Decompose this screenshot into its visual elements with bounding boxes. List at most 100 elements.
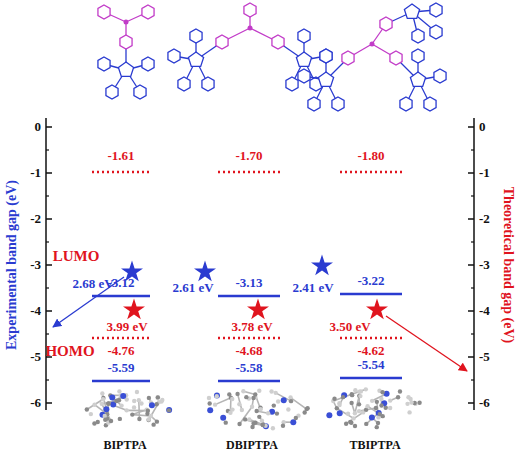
model-atom (207, 401, 211, 405)
model-atom (207, 407, 213, 413)
model-atom (118, 417, 122, 421)
model-atom (119, 403, 123, 407)
model-atom (241, 389, 245, 393)
model-atom (85, 407, 89, 411)
axis-minor-tick (471, 149, 474, 150)
model-atom (364, 422, 368, 426)
model-atom (332, 397, 336, 401)
model-atom (213, 402, 217, 406)
model-atom (326, 412, 332, 418)
model-atom (103, 406, 109, 412)
tick-label: -6 (30, 396, 41, 410)
model-atom (120, 393, 126, 399)
band-gap-star (123, 298, 145, 319)
axis-tick (468, 126, 474, 128)
model-atom (266, 411, 270, 415)
model-atom (160, 398, 164, 402)
model-atom (409, 400, 413, 404)
model-atom (275, 411, 279, 415)
model-atom (257, 415, 261, 419)
model-atom (244, 395, 248, 399)
ring (298, 29, 310, 43)
model-atom (337, 403, 341, 407)
ring (332, 97, 344, 111)
ring (216, 35, 228, 49)
model-atom (346, 412, 350, 416)
experimental-gap-value: 2.61 eV (172, 281, 213, 295)
tick-label: -5 (479, 350, 490, 364)
ring (118, 62, 133, 76)
ring (142, 5, 154, 19)
model-atom (364, 387, 368, 391)
experimental-level (92, 380, 150, 383)
nitrogen-atom (248, 26, 253, 31)
ring (318, 72, 333, 86)
ring (98, 57, 110, 71)
tick-label: -4 (30, 304, 41, 318)
ring (188, 52, 203, 66)
model-atom (117, 389, 121, 393)
model-atom (243, 417, 247, 421)
theoretical-level (218, 337, 280, 340)
ring (286, 77, 298, 91)
model-bond (87, 399, 103, 409)
model-atom (369, 414, 375, 420)
model-atom (375, 425, 379, 429)
model-atom (257, 389, 261, 393)
model-atom (146, 408, 150, 412)
axis-minor-tick (46, 195, 49, 196)
tick-label: 0 (35, 120, 42, 134)
molecule-name: BIPTPA (103, 439, 146, 452)
model-atom (269, 389, 273, 393)
model-atom (305, 406, 309, 410)
experimental-lumo-value: -3.13 (235, 276, 262, 290)
model-atom (230, 397, 234, 401)
axis-tick (468, 356, 474, 358)
model-atom (357, 402, 361, 406)
axis-tick (46, 310, 52, 312)
tick-label: -2 (479, 212, 490, 226)
ring (178, 77, 190, 91)
ring (390, 51, 402, 65)
model-atom (250, 405, 254, 409)
model-atom (89, 412, 93, 416)
tick-label: -3 (30, 258, 41, 272)
model-atom (224, 420, 228, 424)
model-atom (135, 390, 139, 394)
model-atom (413, 402, 417, 406)
tick-label: -2 (30, 212, 41, 226)
axes (46, 118, 474, 410)
molecule-structures (98, 3, 446, 111)
axis-tick (46, 264, 52, 266)
model-atom (215, 394, 219, 398)
model-atom (109, 394, 115, 400)
model-atom (281, 424, 285, 428)
experimental-level (218, 295, 280, 298)
axis-tick (468, 218, 474, 220)
model-atom (254, 409, 258, 413)
model-atom (240, 408, 244, 412)
3d-models (85, 387, 422, 430)
model-atom (106, 401, 110, 405)
model-atom (132, 405, 136, 409)
theoretical-lumo-value: -1.70 (235, 149, 262, 163)
experimental-level (92, 295, 150, 298)
model-atom (102, 414, 106, 418)
model-atom (237, 402, 241, 406)
ring (298, 69, 310, 83)
theoretical-gap-value: 3.99 eV (106, 320, 147, 334)
model-bond (215, 398, 231, 405)
molecule-name: DBIPTPA (226, 439, 278, 452)
model-atom (417, 401, 421, 405)
ring (320, 49, 332, 63)
level-name: HOMO (45, 343, 94, 360)
ring (244, 3, 256, 17)
tick-label: -1 (479, 166, 490, 180)
model-atom (139, 401, 143, 405)
model-atom (124, 408, 128, 412)
ring (134, 85, 146, 99)
model-atom (130, 412, 134, 416)
experimental-homo-value: -5.54 (357, 358, 384, 372)
model-atom (100, 391, 104, 395)
model-atom (114, 399, 118, 403)
